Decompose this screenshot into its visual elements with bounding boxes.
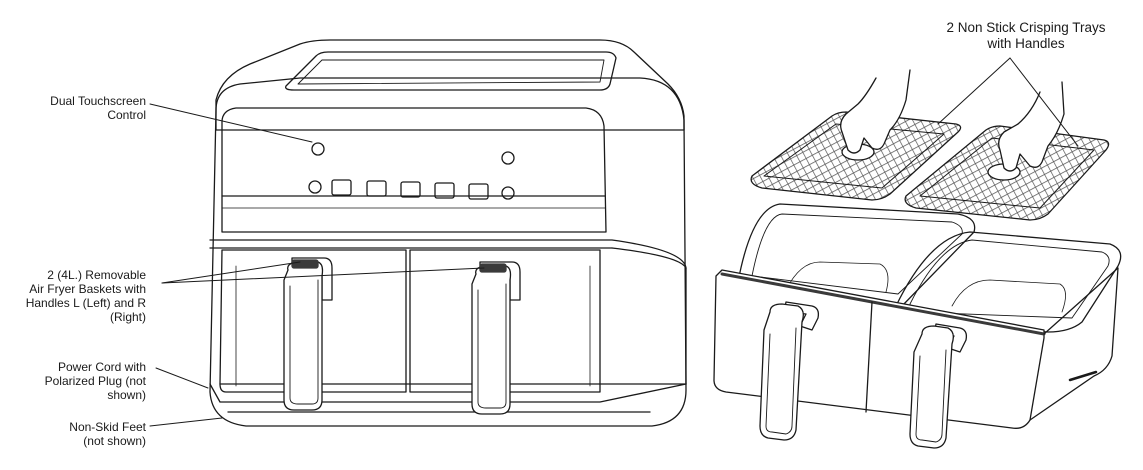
basket-side-foot — [1070, 372, 1096, 380]
drawer-right — [410, 250, 600, 392]
callout-baskets: 2 (4L.) Removable Air Fryer Baskets with… — [26, 268, 146, 324]
power-button-left — [312, 143, 324, 155]
callout-touchscreen-line2: Control — [107, 108, 146, 122]
handle-left — [284, 258, 332, 410]
fryer-body — [210, 78, 686, 426]
hand-left-icon — [841, 70, 910, 153]
leader-tray-right — [1010, 58, 1078, 146]
callout-trays-line1: 2 Non Stick Crisping Trays — [946, 20, 1106, 35]
hands — [841, 70, 1064, 171]
callout-feet-line2: (not shown) — [83, 434, 146, 448]
leader-touchscreen — [150, 104, 312, 142]
touch-key-1 — [332, 180, 351, 195]
callout-power-cord-line2: Polarized Plug (not — [44, 374, 146, 388]
callout-power-cord: Power Cord with Polarized Plug (not show… — [45, 360, 146, 402]
touch-key-5 — [469, 184, 488, 199]
top-window-inner — [298, 60, 604, 84]
leader-power-cord — [156, 368, 208, 388]
callout-touchscreen-line1: Dual Touchscreen — [50, 94, 146, 108]
callout-feet-line1: Non-Skid Feet — [69, 420, 146, 434]
base-plate — [210, 384, 686, 402]
crisping-trays — [751, 112, 1108, 220]
callout-baskets-line4: (Right) — [109, 310, 146, 324]
drawer-band — [210, 240, 686, 384]
basket-handle-left — [760, 302, 818, 440]
leader-lines — [150, 58, 1078, 426]
basket-right-inner — [910, 240, 1109, 318]
power-button-right — [502, 152, 514, 164]
leader-basket-left — [162, 262, 300, 283]
callout-trays-line2: with Handles — [987, 36, 1065, 51]
basket-front-top-edge — [722, 274, 1044, 334]
touch-key-3 — [401, 182, 420, 197]
callout-touchscreen: Dual Touchscreen Control — [50, 94, 146, 122]
air-fryer-unit — [210, 40, 686, 426]
basket-left-inner — [752, 214, 962, 294]
basket-right-rim — [896, 232, 1121, 332]
callout-power-cord-line1: Power Cord with — [57, 360, 146, 374]
basket-left-rim — [738, 204, 975, 306]
tray-left-rim — [764, 124, 944, 188]
touch-key-4 — [435, 183, 454, 198]
callout-baskets-line1: 2 (4L.) Removable — [47, 268, 146, 282]
leader-feet — [150, 418, 222, 426]
callout-trays: 2 Non Stick Crisping Trays with Handles — [920, 20, 1132, 52]
band-right-corner — [612, 248, 686, 268]
top-window — [286, 52, 616, 90]
fryer-top-lid — [216, 40, 684, 130]
round-button-right — [502, 187, 514, 199]
hand-right-icon — [999, 82, 1064, 171]
basket-front-split — [866, 302, 872, 412]
tray-right-rim — [920, 138, 1094, 208]
basket-left-floor — [786, 262, 888, 292]
touch-key-2 — [367, 181, 386, 196]
callout-power-cord-line3: shown) — [107, 388, 146, 402]
callout-baskets-line2: Air Fryer Baskets with — [29, 282, 146, 296]
basket-handle-right — [910, 324, 966, 448]
control-panel — [222, 108, 606, 232]
callout-baskets-line3: Handles L (Left) and R — [25, 296, 146, 310]
basket-side — [1030, 268, 1118, 420]
leader-tray-left — [938, 58, 1010, 124]
basket-right-floor — [952, 280, 1066, 312]
handle-right — [472, 262, 520, 414]
round-button-left — [309, 181, 321, 193]
leader-basket-right — [162, 268, 484, 283]
removable-baskets — [714, 204, 1121, 448]
callout-feet: Non-Skid Feet (not shown) — [69, 420, 146, 448]
